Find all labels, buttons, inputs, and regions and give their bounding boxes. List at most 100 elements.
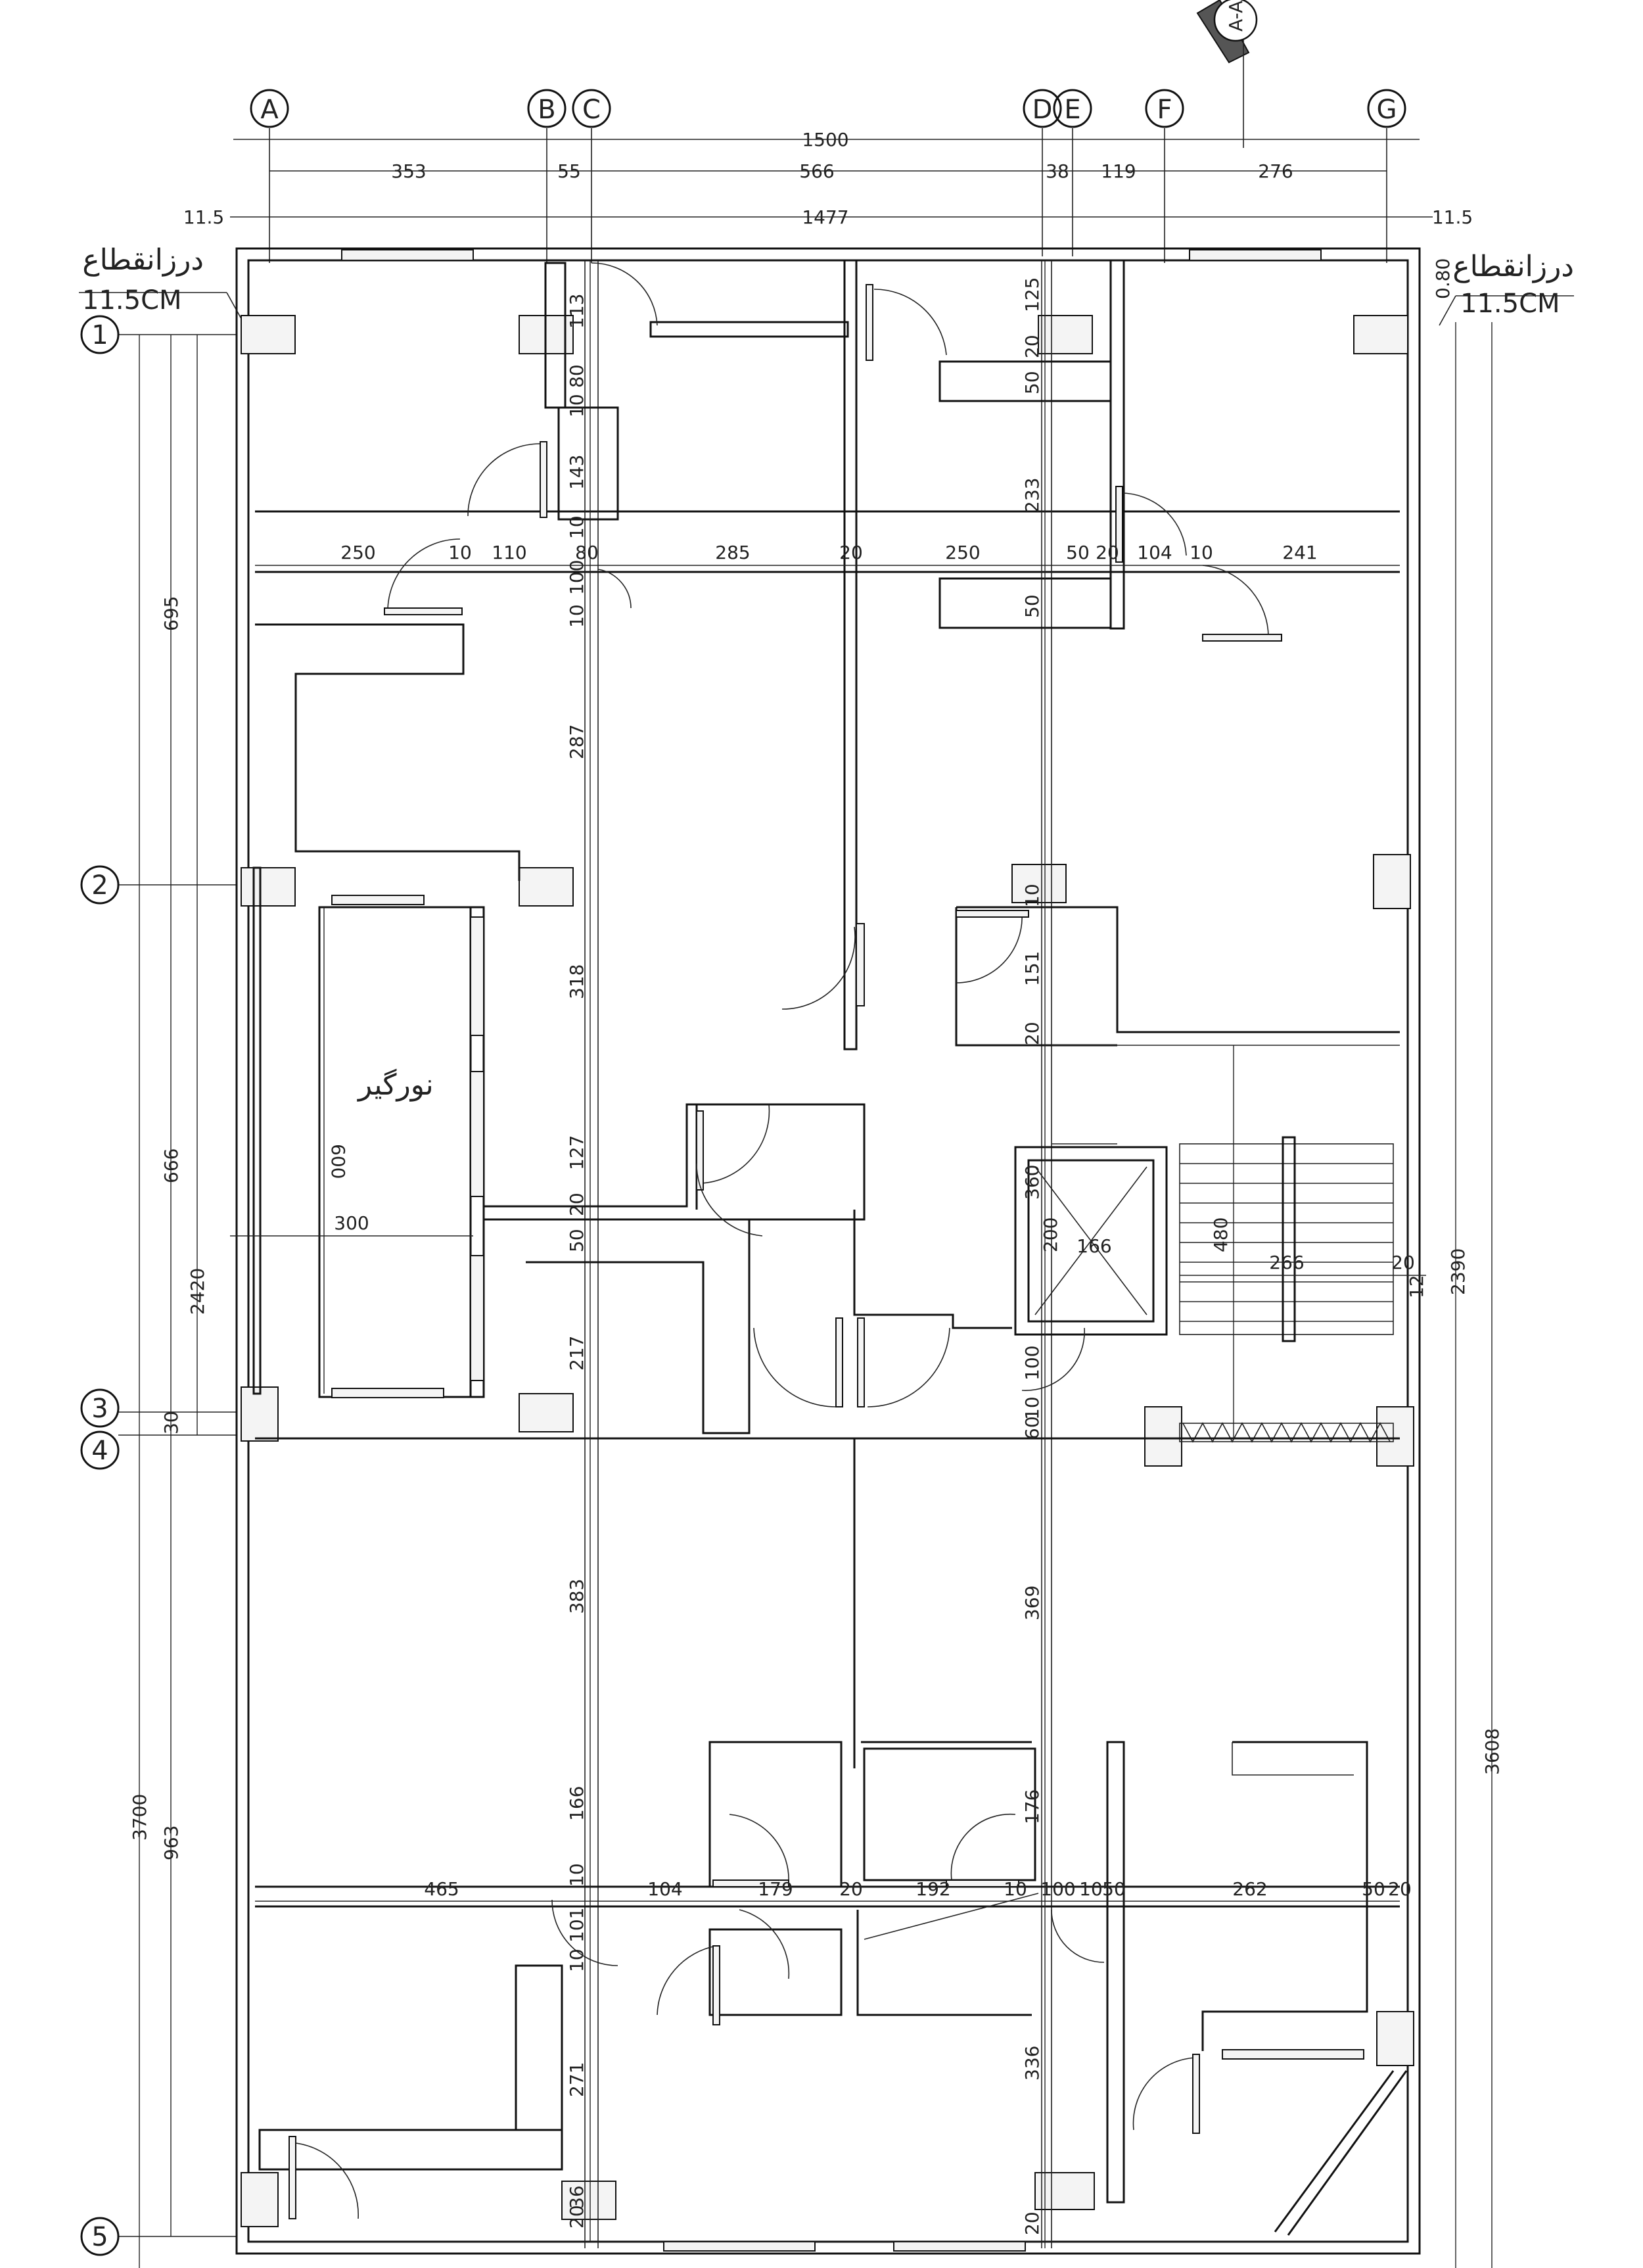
svg-text:D: D: [1032, 95, 1053, 125]
grid-bubble-a: A: [250, 89, 289, 128]
svg-text:4: 4: [91, 1436, 108, 1466]
svg-text:262: 262: [1232, 1878, 1267, 1900]
svg-text:166: 166: [566, 1786, 588, 1821]
svg-text:0.80: 0.80: [1432, 258, 1454, 299]
svg-text:113: 113: [566, 294, 588, 329]
svg-text:38: 38: [1046, 160, 1069, 182]
svg-text:10: 10: [1004, 1878, 1027, 1900]
dim-overall-width: 1500: [802, 129, 848, 151]
svg-text:55: 55: [557, 160, 581, 182]
structural-columns: [241, 315, 1414, 2227]
svg-text:100: 100: [1021, 1346, 1043, 1381]
svg-text:233: 233: [1021, 478, 1043, 513]
svg-text:درزانقطاع: درزانقطاع: [1452, 250, 1574, 283]
elevator-width: 166: [1076, 1235, 1111, 1257]
svg-text:10: 10: [566, 394, 588, 417]
svg-text:11.5CM: 11.5CM: [1460, 289, 1560, 319]
left-dimensions: 3700 2420 695 666 30 963: [129, 335, 208, 2268]
svg-text:20: 20: [566, 1193, 588, 1216]
svg-text:10: 10: [566, 1863, 588, 1887]
stair-run: 480: [1210, 1217, 1232, 1252]
svg-text:10: 10: [1021, 1396, 1043, 1420]
stair-small: 12: [1406, 1275, 1427, 1298]
svg-text:110: 110: [492, 542, 526, 563]
grid-bubble-f: F: [1145, 89, 1184, 128]
svg-text:217: 217: [566, 1336, 588, 1371]
svg-text:10: 10: [566, 604, 588, 628]
svg-text:241: 241: [1282, 542, 1317, 563]
svg-text:100: 100: [1040, 1878, 1075, 1900]
svg-text:50: 50: [1021, 594, 1043, 618]
svg-text:20: 20: [1021, 335, 1043, 358]
light-well-label: نورگیر: [357, 1068, 434, 1102]
svg-text:80: 80: [566, 364, 588, 388]
svg-text:100: 100: [566, 560, 588, 595]
svg-text:250: 250: [945, 542, 980, 563]
svg-text:10: 10: [566, 1949, 588, 1972]
svg-text:11.5CM: 11.5CM: [82, 285, 182, 316]
svg-text:20: 20: [566, 2205, 588, 2229]
svg-text:5: 5: [91, 2222, 108, 2252]
svg-text:143: 143: [566, 455, 588, 490]
svg-text:101: 101: [566, 1908, 588, 1943]
svg-text:360: 360: [1021, 1165, 1043, 1200]
grid-bubble-e: E: [1053, 89, 1092, 128]
grid-bubble-2: 2: [80, 865, 120, 905]
light-well-height: 600: [327, 1144, 349, 1179]
svg-text:666: 666: [160, 1148, 182, 1183]
joint-note-right: درزانقطاع 11.5CM 0.80: [1432, 250, 1574, 326]
svg-text:151: 151: [1021, 951, 1043, 986]
section-mark: A-A: [1196, 0, 1258, 148]
svg-text:1477: 1477: [802, 206, 848, 228]
doors: [289, 262, 1282, 2219]
staircase: [1179, 1136, 1394, 1443]
grid-columns: A B C D E F G: [250, 89, 1406, 263]
svg-text:1: 1: [91, 320, 108, 350]
svg-text:50: 50: [566, 1229, 588, 1252]
column-dimension-d: 125 20 50 233 50 10 151 20 360 100 10 60…: [1021, 260, 1046, 2248]
svg-text:درزانقطاع: درزانقطاع: [82, 243, 204, 277]
stair-width: 266: [1269, 1252, 1304, 1273]
svg-text:2390: 2390: [1447, 1248, 1469, 1295]
grid-bubble-4: 4: [80, 1430, 120, 1470]
svg-text:10: 10: [1079, 1878, 1103, 1900]
grid-bubble-1: 1: [80, 315, 120, 354]
svg-text:287: 287: [566, 724, 588, 759]
grid-bubble-d: D: [1023, 89, 1062, 128]
svg-text:383: 383: [566, 1579, 588, 1614]
svg-text:3: 3: [91, 1394, 108, 1424]
svg-text:10: 10: [448, 542, 472, 563]
grid-rows: 1 2 3 4 5: [80, 315, 237, 2256]
svg-text:176: 176: [1021, 1789, 1043, 1824]
grid-bubble-3: 3: [80, 1388, 120, 1428]
svg-text:119: 119: [1101, 160, 1136, 182]
svg-text:10: 10: [1021, 884, 1043, 907]
light-well-width: 300: [334, 1212, 369, 1234]
svg-text:B: B: [538, 95, 555, 125]
svg-text:C: C: [582, 95, 601, 125]
stair-gap: 20: [1391, 1252, 1415, 1273]
svg-text:104: 104: [1137, 542, 1172, 563]
row-dimension-upper: 250 10 110 80 285 20 250 50 20 104 10 24…: [255, 542, 1400, 566]
svg-text:20: 20: [1021, 1022, 1043, 1045]
svg-text:50: 50: [1021, 371, 1043, 394]
svg-text:20: 20: [1021, 2211, 1043, 2235]
svg-text:127: 127: [566, 1135, 588, 1170]
svg-text:E: E: [1064, 95, 1080, 125]
windows: [331, 249, 1364, 2252]
svg-text:A: A: [260, 95, 279, 125]
svg-text:11.5: 11.5: [1432, 206, 1473, 228]
svg-text:20: 20: [1096, 542, 1119, 563]
svg-text:G: G: [1377, 95, 1397, 125]
grid-bubble-c: C: [572, 89, 611, 128]
svg-text:80: 80: [575, 542, 599, 563]
grid-bubble-g: G: [1367, 89, 1406, 128]
grid-bubble-b: B: [527, 89, 567, 128]
exterior-walls: [235, 247, 1421, 2255]
svg-text:285: 285: [715, 542, 750, 563]
joint-note-left: درزانقطاع 11.5CM: [79, 243, 244, 323]
misc-dimensions: 300 600 200 166 480 266 20 12: [230, 907, 1427, 1440]
svg-text:179: 179: [758, 1878, 793, 1900]
svg-text:125: 125: [1021, 277, 1043, 312]
